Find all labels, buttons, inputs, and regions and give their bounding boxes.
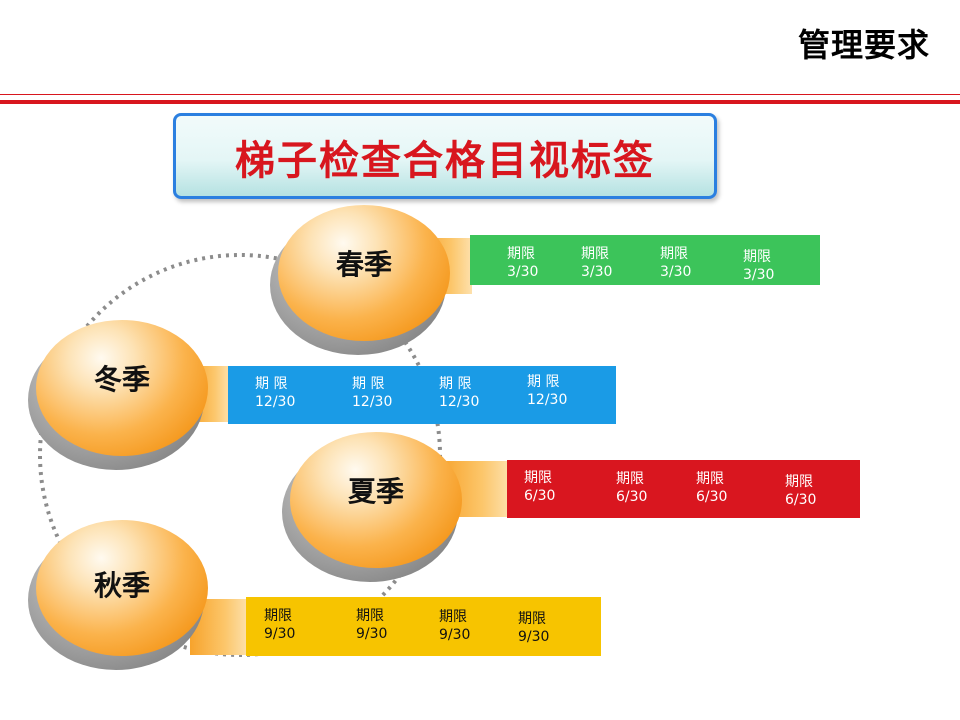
summer-label: 夏季 — [347, 475, 404, 508]
spring-disc: 春季 — [270, 205, 450, 355]
spring-disc-face — [278, 205, 450, 341]
winter-label: 冬季 — [93, 363, 150, 396]
winter-disc-face — [36, 320, 208, 456]
header-rule-thick — [0, 100, 960, 104]
winter-disc: 冬季 — [28, 320, 208, 470]
autumn-label: 秋季 — [93, 569, 150, 602]
banner-title: 梯子检查合格目视标签 — [235, 138, 655, 184]
summer-disc-face — [290, 432, 462, 568]
page-title: 管理要求 — [797, 26, 930, 64]
title-banner: 梯子检查合格目视标签 — [173, 113, 717, 199]
spring-label: 春季 — [335, 248, 392, 281]
header-rule-thin — [0, 94, 960, 95]
summer-disc: 夏季 — [282, 432, 462, 582]
autumn-disc-face — [36, 520, 208, 656]
autumn-disc: 秋季 — [28, 520, 208, 670]
